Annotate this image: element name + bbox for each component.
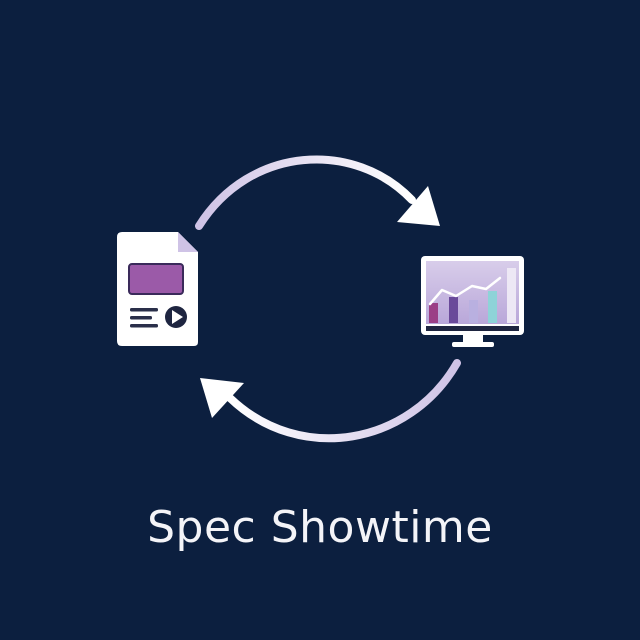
spec-document-icon [117, 232, 198, 346]
page-title: Spec Showtime [147, 502, 493, 553]
bar-chart-icon [428, 268, 516, 323]
top-arrow-icon [195, 155, 440, 230]
play-icon [165, 306, 187, 328]
bottom-arrow-icon [200, 359, 461, 443]
monitor-chart-icon [421, 256, 524, 347]
